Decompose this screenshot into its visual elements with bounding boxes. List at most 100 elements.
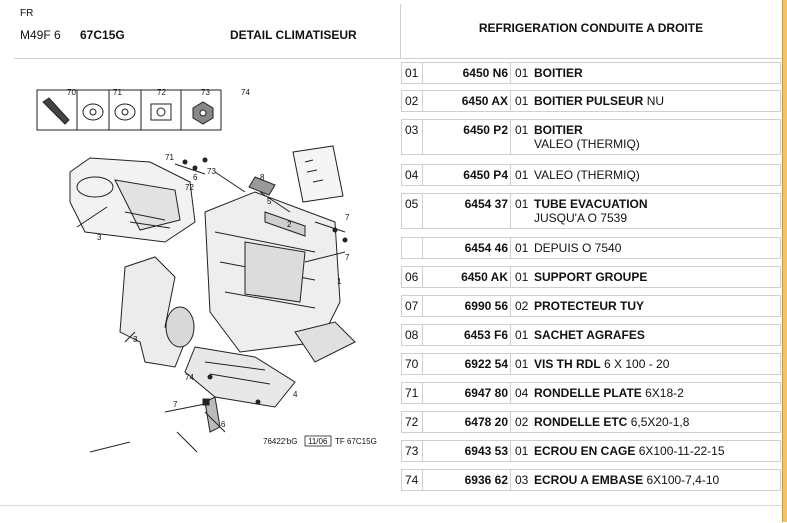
row-name: BOITIER (534, 123, 583, 137)
row-desc: VALEO (THERMIQ) (534, 168, 778, 182)
callout-71a: 71 (113, 88, 122, 97)
right-frame-border (782, 0, 787, 522)
parts-row[interactable]: 04 6450 P4 01 VALEO (THERMIQ) (401, 164, 781, 186)
parts-row[interactable]: 71 6947 80 04 RONDELLE PLATE 6X18-2 (401, 382, 781, 404)
row-qty: 03 (515, 473, 529, 487)
row-extra: DEPUIS O 7540 (534, 241, 622, 255)
parts-row[interactable]: 02 6450 AX 01 BOITIER PULSEUR NU (401, 90, 781, 112)
row-extra: 6 X 100 - 20 (604, 357, 670, 371)
part-box-74 (180, 89, 222, 131)
row-name: ECROU A EMBASE (534, 473, 644, 487)
row-ref: 6454 37 (424, 194, 511, 228)
row-name: SACHET AGRAFES (534, 328, 645, 342)
row-desc: ECROU EN CAGE 6X100-11-22-15 (534, 444, 778, 458)
row-ref: 6990 56 (424, 296, 511, 316)
row-extra: 6,5X20-1,8 (630, 415, 690, 429)
caption-date: 11/06 (308, 437, 328, 446)
caption-code: 76422'bG (263, 437, 297, 446)
row-qty: 01 (515, 270, 529, 284)
row-ref: 6936 62 (424, 470, 511, 490)
row-ref: 6450 P4 (424, 165, 511, 185)
callout-1: 1 (337, 277, 342, 286)
row-qty: 01 (515, 123, 529, 137)
row-qty: 01 (515, 444, 529, 458)
bottom-scroll-area (0, 505, 782, 523)
header-right: REFRIGERATION CONDUITE A DROITE (401, 4, 781, 59)
exploded-diagram: 70 71 72 73 74 71 72 73 8 6 5 7 7 3 1 2 … (15, 62, 395, 502)
row-ref: 6450 P2 (424, 120, 511, 154)
row-extra: 6X18-2 (645, 386, 684, 400)
row-desc: RONDELLE PLATE 6X18-2 (534, 386, 778, 400)
row-ref: 6943 53 (424, 441, 511, 461)
row-ref: 6922 54 (424, 354, 511, 374)
vehicle-model: M49F 6 (20, 28, 61, 42)
row-ref: 6478 20 (424, 412, 511, 432)
row-ref: 6450 AK (424, 267, 511, 287)
header-left: FR M49F 6 67C15G DETAIL CLIMATISEUR (14, 4, 401, 58)
catalog-code: 67C15G (80, 28, 125, 42)
parts-row[interactable]: 72 6478 20 02 RONDELLE ETC 6,5X20-1,8 (401, 411, 781, 433)
row-name: RONDELLE ETC (534, 415, 628, 429)
callout-7a: 7 (345, 213, 350, 222)
row-index: 05 (405, 194, 423, 228)
row-index (405, 238, 423, 258)
row-qty: 01 (515, 197, 529, 211)
header-divider (14, 58, 782, 59)
row-ref: 6454 46 (424, 238, 511, 258)
row-qty: 01 (515, 357, 529, 371)
row-sub: JUSQU'A O 7539 (534, 211, 627, 225)
row-index: 08 (405, 325, 423, 345)
parts-row[interactable]: 08 6453 F6 01 SACHET AGRAFES (401, 324, 781, 346)
row-name: SUPPORT GROUPE (534, 270, 648, 284)
callout-72b: 72 (185, 183, 194, 192)
section-title: REFRIGERATION CONDUITE A DROITE (478, 21, 704, 35)
row-index: 03 (405, 120, 423, 154)
caption-ref: TF 67C15G (335, 437, 377, 446)
callout-74b: 74 (185, 373, 194, 382)
row-name: TUBE EVACUATION (534, 197, 648, 211)
row-qty: 04 (515, 386, 529, 400)
row-ref: 6450 AX (424, 91, 511, 111)
row-index: 72 (405, 412, 423, 432)
detail-title: DETAIL CLIMATISEUR (230, 28, 357, 42)
row-qty: 01 (515, 94, 529, 108)
row-name: BOITIER (534, 66, 583, 80)
callout-4: 4 (293, 390, 298, 399)
parts-row[interactable]: 07 6990 56 02 PROTECTEUR TUY (401, 295, 781, 317)
diagram-svg: 70 71 72 73 74 71 72 73 8 6 5 7 7 3 1 2 … (36, 88, 377, 453)
row-desc: BOITIER PULSEUR NU (534, 94, 778, 108)
page-header: FR M49F 6 67C15G DETAIL CLIMATISEUR REFR… (0, 0, 782, 59)
callout-74a: 74 (241, 88, 250, 97)
callout-73b: 73 (207, 167, 216, 176)
row-index: 73 (405, 441, 423, 461)
row-desc: BOITIER (534, 66, 778, 80)
callout-2: 2 (287, 220, 292, 229)
row-desc: VIS TH RDL 6 X 100 - 20 (534, 357, 778, 371)
parts-row[interactable]: 70 6922 54 01 VIS TH RDL 6 X 100 - 20 (401, 353, 781, 375)
parts-row[interactable]: 6454 46 01 DEPUIS O 7540 (401, 237, 781, 259)
row-index: 74 (405, 470, 423, 490)
parts-row[interactable]: 74 6936 62 03 ECROU A EMBASE 6X100-7,4-1… (401, 469, 781, 491)
row-desc: SACHET AGRAFES (534, 328, 778, 342)
row-index: 06 (405, 267, 423, 287)
callout-5: 5 (267, 197, 272, 206)
row-qty: 01 (515, 168, 529, 182)
row-sub: VALEO (THERMIQ) (534, 137, 640, 151)
row-name: RONDELLE PLATE (534, 386, 642, 400)
row-name: VIS TH RDL (534, 357, 601, 371)
parts-row[interactable]: 06 6450 AK 01 SUPPORT GROUPE (401, 266, 781, 288)
row-desc: ECROU A EMBASE 6X100-7,4-10 (534, 473, 778, 487)
row-name: BOITIER PULSEUR (534, 94, 644, 108)
callout-73a: 73 (201, 88, 210, 97)
row-qty: 02 (515, 299, 529, 313)
row-index: 71 (405, 383, 423, 403)
row-desc: DEPUIS O 7540 (534, 241, 778, 255)
callout-70: 70 (67, 88, 76, 97)
parts-row[interactable]: 73 6943 53 01 ECROU EN CAGE 6X100-11-22-… (401, 440, 781, 462)
parts-row[interactable]: 01 6450 N6 01 BOITIER (401, 62, 781, 84)
callout-6b: 6 (221, 420, 226, 429)
